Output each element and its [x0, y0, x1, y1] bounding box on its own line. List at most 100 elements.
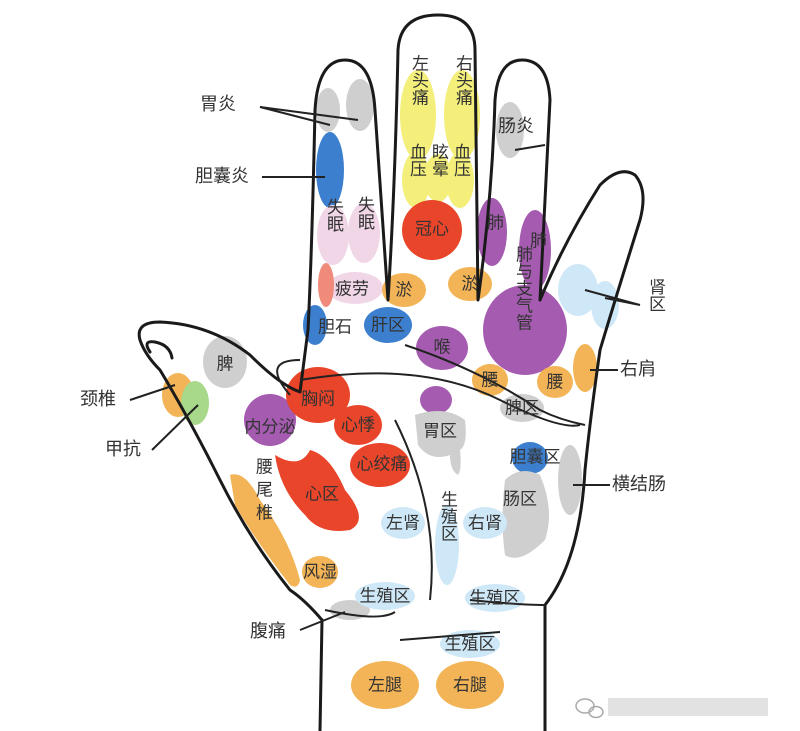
label-abdominal-pain: 腹痛	[250, 621, 286, 642]
watermark	[575, 698, 768, 719]
crease-heart	[299, 372, 581, 427]
label-enteritis: 肠炎	[498, 116, 534, 137]
label-blood-pressure-right: 血压	[450, 143, 471, 177]
label-fatigue: 疲劳	[335, 280, 369, 300]
label-gallstone: 胆石	[318, 318, 352, 338]
label-intestine-area: 肠区	[503, 490, 537, 510]
zone-left-headache	[400, 70, 436, 160]
zone-liver	[364, 307, 412, 343]
label-angina: 心绞痛	[357, 455, 408, 475]
label-reproductive-left: 生殖区	[360, 587, 411, 607]
zone-heart-area	[275, 450, 359, 531]
label-right-shoulder: 右肩	[620, 359, 656, 380]
zone-reproductive-vertical	[435, 505, 459, 585]
callout-line-stomach	[259, 106, 359, 126]
zone-left-leg	[351, 661, 419, 709]
zone-lung-bronchi	[483, 285, 567, 375]
label-palpitation: 心悸	[341, 416, 375, 436]
label-waist-left: 腰	[482, 371, 499, 391]
zone-lung-1	[477, 198, 507, 266]
label-right-kidney: 右肾	[468, 514, 502, 534]
label-left-leg: 左腿	[368, 676, 402, 696]
label-lung-bronchi: 肺与支气管	[512, 245, 533, 330]
label-gallbladder-area: 胆囊区	[510, 448, 561, 468]
label-kidney-area: 肾区	[645, 278, 665, 312]
label-lung-1: 肺	[483, 213, 504, 231]
zone-spleen-thumb	[203, 336, 247, 388]
zone-fatigue	[327, 272, 383, 304]
callout-line-thyroid	[151, 404, 199, 451]
label-reproductive-right: 生殖区	[470, 589, 521, 609]
label-lung-2: 肺	[526, 231, 547, 249]
label-lumbar-coccyx: 腰尾椎	[252, 457, 273, 526]
zone-blood-pressure-right	[446, 152, 474, 208]
zone-coronary	[402, 200, 462, 260]
label-stasis-left: 淤	[396, 281, 413, 301]
zone-throat	[416, 326, 468, 370]
zone-reproductive-wrist	[440, 630, 500, 658]
wrist-left	[318, 618, 324, 731]
label-cholecystitis: 胆囊炎	[195, 166, 249, 187]
thumb-nail	[145, 340, 174, 360]
label-left-kidney: 左肾	[386, 514, 420, 534]
zone-rheumatism	[302, 556, 338, 588]
zone-fatigue-red	[318, 263, 334, 307]
crease-head	[276, 359, 301, 396]
zone-enteritis	[496, 102, 524, 158]
zone-endocrine	[244, 394, 296, 446]
zone-stomach-inflammation	[316, 88, 340, 132]
crease-fingers	[404, 344, 586, 426]
label-chest-tightness: 胸闷	[301, 390, 335, 410]
zone-insomnia-right	[348, 203, 380, 263]
label-endocrine: 内分泌	[245, 418, 296, 438]
label-insomnia-left: 失眠	[323, 198, 344, 232]
label-left-headache: 左头痛	[408, 54, 429, 105]
label-throat: 喉	[434, 338, 451, 358]
label-blood-pressure-left: 血压	[406, 143, 427, 177]
zone-right-leg	[436, 661, 504, 709]
zone-stasis-left	[382, 273, 426, 307]
label-right-headache: 右头痛	[452, 54, 473, 105]
watermark-blurred-text	[608, 698, 768, 716]
label-dizziness: 眩晕	[428, 143, 448, 177]
callout-line-abdominal	[299, 611, 346, 631]
callout-line-cervical	[129, 384, 176, 401]
label-heart-area: 心区	[305, 485, 339, 505]
zone-transverse-colon	[558, 445, 582, 515]
label-thyroid: 甲抗	[105, 439, 141, 460]
zone-angina	[350, 443, 410, 487]
label-reproductive-vertical: 生殖区	[437, 490, 458, 541]
zone-right-shoulder	[573, 344, 597, 392]
zone-stomach-area	[415, 411, 466, 475]
zone-blood-pressure-left	[402, 152, 430, 208]
zone-palpitation	[334, 405, 382, 445]
zone-reproductive-left	[355, 582, 415, 610]
zone-kidney-1	[558, 264, 598, 316]
crease-wrist-1	[324, 609, 396, 618]
label-liver: 肝区	[371, 316, 405, 336]
label-insomnia-right: 失眠	[354, 196, 375, 230]
zone-waist-right	[537, 366, 573, 398]
crease-life	[394, 419, 433, 601]
label-rheumatism: 风湿	[303, 563, 337, 583]
callout-line-enteritis	[514, 144, 546, 151]
zone-gallbladder-area	[512, 442, 548, 474]
wechat-icon	[575, 698, 604, 719]
crease-bottom-right	[469, 599, 546, 606]
label-reproductive-wrist: 生殖区	[445, 635, 496, 655]
zone-left-kidney	[381, 507, 425, 539]
zone-right-headache	[444, 70, 480, 160]
label-waist-right: 腰	[547, 373, 564, 393]
zone-dizziness	[424, 154, 452, 202]
zone-stomach-dot	[420, 386, 452, 414]
label-spleen-area: 脾区	[505, 399, 539, 419]
zone-cholecystitis	[316, 132, 344, 208]
zone-intestine-area	[502, 471, 549, 558]
crease-wrist-2	[399, 631, 501, 641]
label-stomach-area: 胃区	[423, 422, 457, 442]
label-stomach-inflammation: 胃炎	[200, 94, 236, 115]
label-right-leg: 右腿	[453, 676, 487, 696]
callout-line-kidney	[584, 289, 641, 306]
label-stasis-right: 淤	[462, 275, 479, 295]
zone-stomach-inflammation-2	[346, 79, 374, 131]
